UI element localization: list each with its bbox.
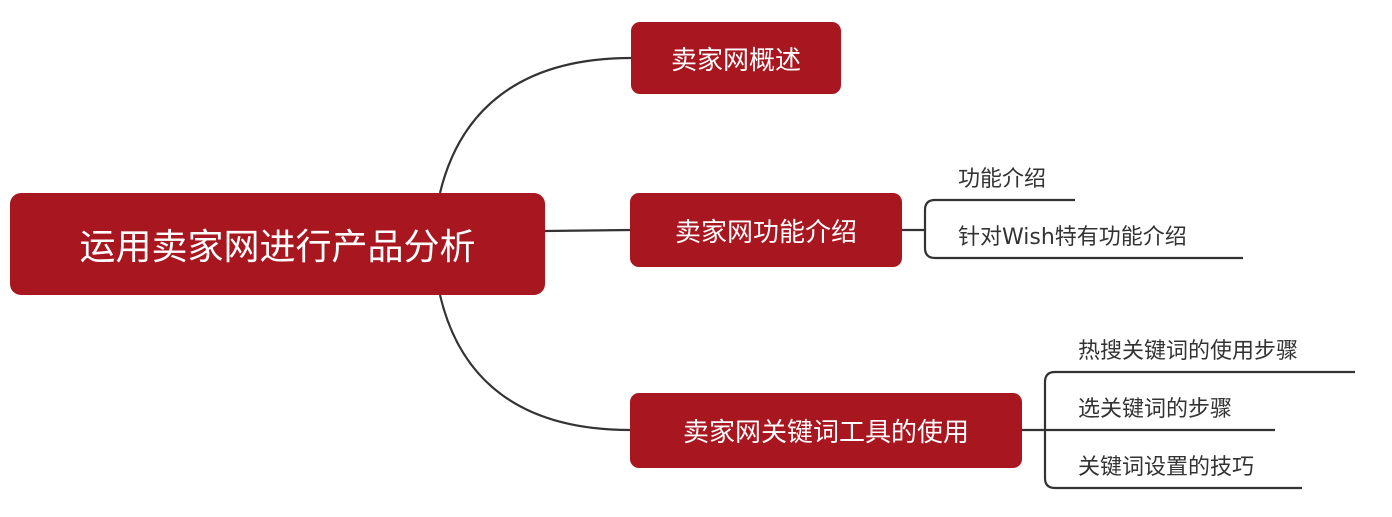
branch-node-overview[interactable]: 卖家网概述 <box>631 22 841 94</box>
leaf-node[interactable]: 针对Wish特有功能介绍 <box>958 225 1187 250</box>
root-label: 运用卖家网进行产品分析 <box>79 227 476 268</box>
leaf-node[interactable]: 热搜关键词的使用步骤 <box>1078 339 1299 364</box>
leaf-node[interactable]: 功能介绍 <box>958 167 1047 192</box>
connector-root-b1 <box>438 56 632 194</box>
connector-root-b3 <box>438 294 631 432</box>
connector-root-b2 <box>544 228 631 233</box>
branch-label: 卖家网关键词工具的使用 <box>682 418 969 448</box>
connector-b2-bracket <box>923 198 1243 260</box>
branch-label: 卖家网概述 <box>670 45 801 76</box>
leaf-node[interactable]: 选关键词的步骤 <box>1078 397 1233 422</box>
branch-node-features[interactable]: 卖家网功能介绍 <box>630 193 902 267</box>
connector-b3-bracket <box>1043 370 1355 490</box>
branch-node-keyword-tool[interactable]: 卖家网关键词工具的使用 <box>630 393 1022 468</box>
root-node[interactable]: 运用卖家网进行产品分析 <box>10 193 545 295</box>
leaf-node[interactable]: 关键词设置的技巧 <box>1078 455 1255 480</box>
branch-label: 卖家网功能介绍 <box>674 217 857 248</box>
